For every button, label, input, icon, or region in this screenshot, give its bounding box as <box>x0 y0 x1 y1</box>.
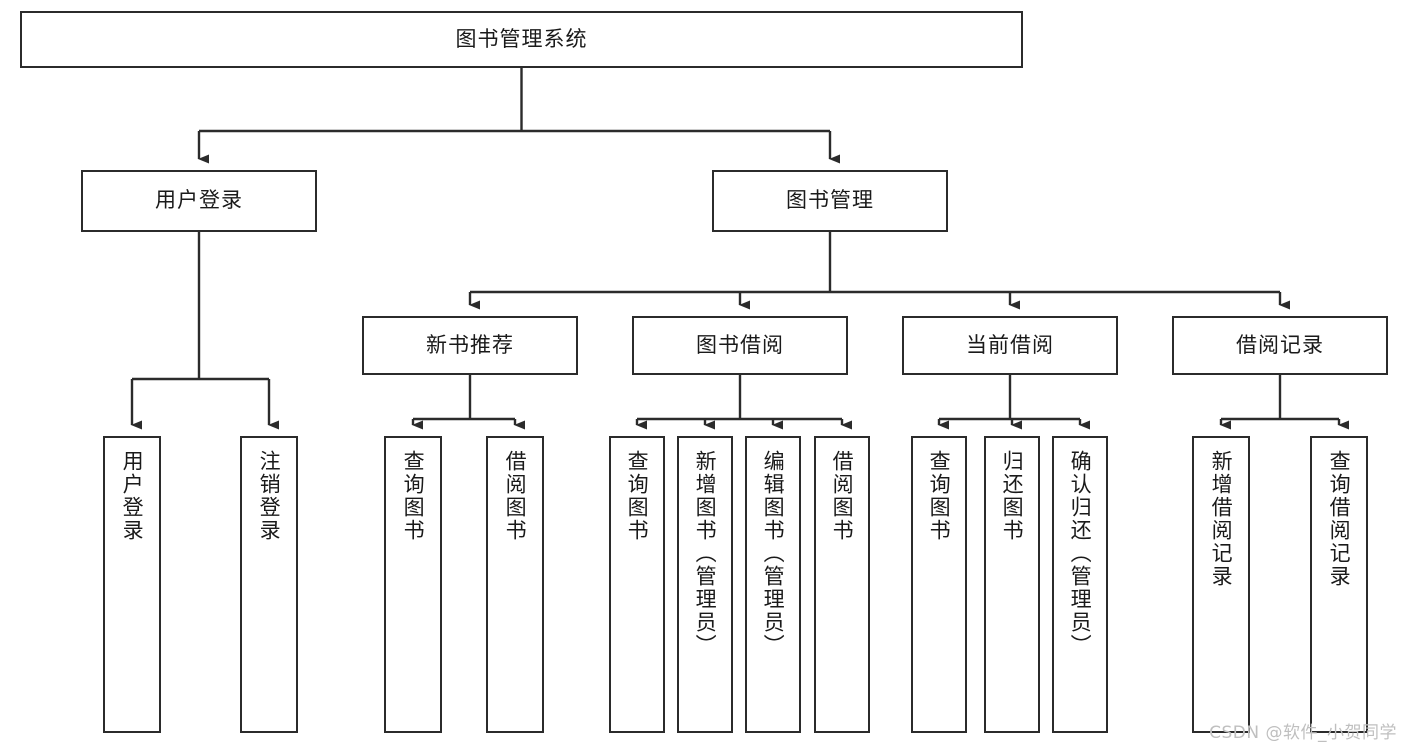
leaf-query-book-borrow-label: 查询图书 <box>625 450 650 542</box>
leaf-borrow-book-borrow[interactable]: 借阅图书 <box>814 436 870 733</box>
leaf-edit-book-admin-label: 编辑图书（管理员） <box>761 450 786 657</box>
node-current-borrow-label: 当前借阅 <box>966 332 1054 357</box>
leaf-return-book[interactable]: 归还图书 <box>984 436 1040 733</box>
node-user-login[interactable]: 用户登录 <box>81 170 317 232</box>
leaf-borrow-book-borrow-label: 借阅图书 <box>830 450 855 542</box>
leaf-query-book-current[interactable]: 查询图书 <box>911 436 967 733</box>
leaf-query-book-new-rec-label: 查询图书 <box>401 450 426 542</box>
leaf-borrow-book-new-rec[interactable]: 借阅图书 <box>486 436 544 733</box>
node-book-borrow[interactable]: 图书借阅 <box>632 316 848 375</box>
node-current-borrow[interactable]: 当前借阅 <box>902 316 1118 375</box>
leaf-query-book-borrow[interactable]: 查询图书 <box>609 436 665 733</box>
leaf-query-book-current-label: 查询图书 <box>927 450 952 542</box>
leaf-add-borrow-record[interactable]: 新增借阅记录 <box>1192 436 1250 733</box>
leaf-user-login-label: 用户登录 <box>120 450 145 542</box>
node-book-borrow-label: 图书借阅 <box>696 332 784 357</box>
node-user-login-label: 用户登录 <box>155 188 243 213</box>
node-new-book-recommend-label: 新书推荐 <box>426 332 514 357</box>
node-new-book-recommend[interactable]: 新书推荐 <box>362 316 578 375</box>
node-root-label: 图书管理系统 <box>455 26 588 51</box>
leaf-user-login[interactable]: 用户登录 <box>103 436 161 733</box>
leaf-query-borrow-record-label: 查询借阅记录 <box>1327 450 1352 588</box>
leaf-user-logout-label: 注销登录 <box>257 450 282 542</box>
leaf-add-book-admin-label: 新增图书（管理员） <box>693 450 718 657</box>
node-borrow-record[interactable]: 借阅记录 <box>1172 316 1388 375</box>
leaf-confirm-return-admin[interactable]: 确认归还（管理员） <box>1052 436 1108 733</box>
leaf-edit-book-admin[interactable]: 编辑图书（管理员） <box>745 436 801 733</box>
leaf-add-book-admin[interactable]: 新增图书（管理员） <box>677 436 733 733</box>
node-book-manage[interactable]: 图书管理 <box>712 170 948 232</box>
leaf-add-borrow-record-label: 新增借阅记录 <box>1209 450 1234 588</box>
node-borrow-record-label: 借阅记录 <box>1236 332 1324 357</box>
leaf-query-borrow-record[interactable]: 查询借阅记录 <box>1310 436 1368 733</box>
node-book-manage-label: 图书管理 <box>786 188 874 213</box>
leaf-return-book-label: 归还图书 <box>1000 450 1025 542</box>
leaf-query-book-new-rec[interactable]: 查询图书 <box>384 436 442 733</box>
leaf-borrow-book-new-rec-label: 借阅图书 <box>503 450 528 542</box>
leaf-confirm-return-admin-label: 确认归还（管理员） <box>1068 450 1093 657</box>
csdn-watermark: CSDN @软件_小贺同学 <box>1209 723 1397 743</box>
node-root[interactable]: 图书管理系统 <box>20 11 1023 68</box>
leaf-user-logout[interactable]: 注销登录 <box>240 436 298 733</box>
